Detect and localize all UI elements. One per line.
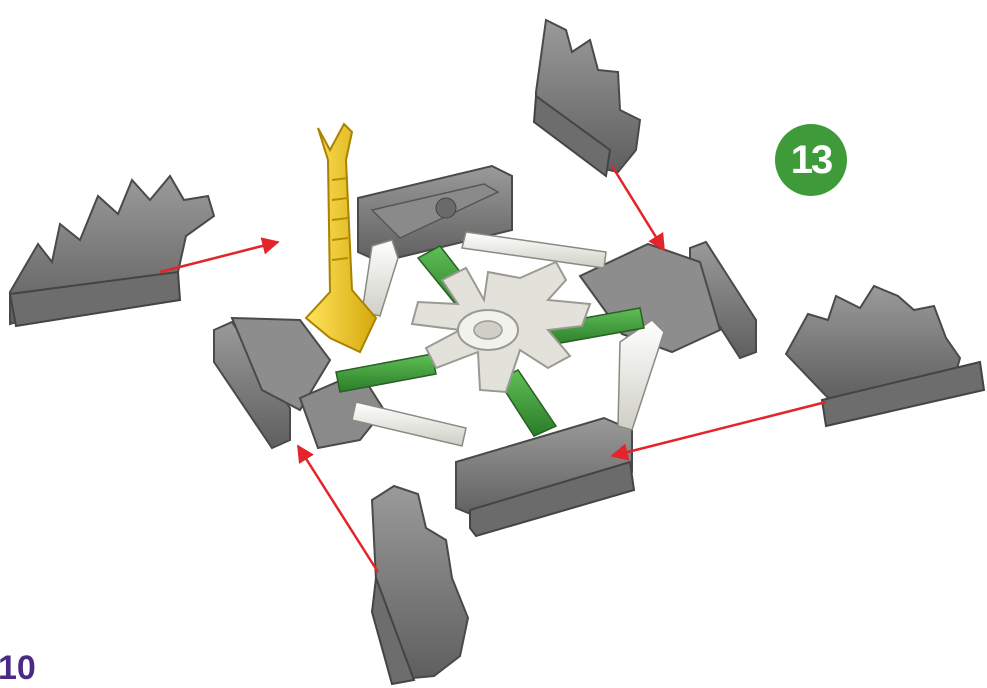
insertion-arrow: [159, 237, 280, 274]
gray-connector: [784, 284, 986, 428]
gray-connector: [578, 240, 757, 360]
insertion-arrow: [610, 165, 666, 252]
white-rod: [351, 231, 665, 447]
gray-connector: [370, 484, 470, 685]
insertion-arrow: [610, 400, 827, 461]
yellow-rod: [304, 122, 378, 354]
gray-connector: [213, 316, 332, 450]
gray-connector: [455, 416, 636, 538]
white-hub: [410, 260, 592, 394]
gray-connector: [8, 174, 216, 328]
page-number: 10: [0, 649, 36, 687]
gray-connector: [532, 18, 642, 178]
insertion-arrow: [296, 444, 380, 573]
central-assembly: [213, 122, 757, 538]
step-number-badge: 13: [775, 124, 847, 196]
